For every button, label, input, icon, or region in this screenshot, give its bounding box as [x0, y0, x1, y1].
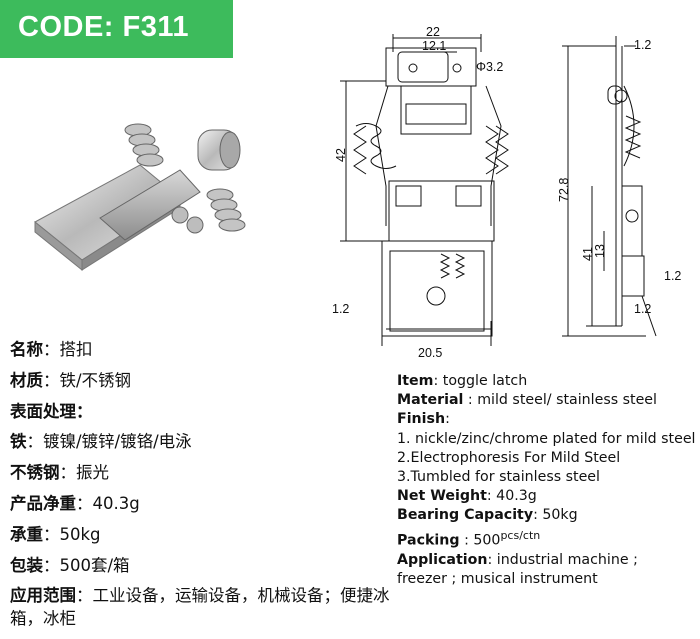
cn-colon: ： — [43, 524, 60, 544]
en-item-row: Item: toggle latch — [397, 372, 697, 391]
en-item-label: Item — [397, 373, 434, 389]
cn-packing-label: 包装 — [10, 555, 43, 575]
en-weight-value: : 40.3g — [486, 488, 537, 505]
dim-width-top: 22 — [426, 26, 440, 39]
en-material-value: : mild steel/ stainless steel — [463, 392, 657, 409]
cn-name-row: 名称：搭扣 — [10, 339, 395, 362]
cn-colon: ： — [76, 586, 93, 606]
cn-name-label: 名称 — [10, 340, 43, 359]
en-application-row: Application: industrial machine ; — [397, 551, 697, 570]
cn-packing-row: 包装：500套/箱 — [10, 555, 395, 578]
english-specs: Item: toggle latch Material : mild steel… — [397, 372, 697, 589]
cn-application-label: 应用范围 — [10, 586, 76, 606]
dim-thickness-left: 1.2 — [332, 302, 349, 316]
cn-colon: ： — [59, 463, 77, 483]
cn-bearing-row: 承重：50kg — [10, 524, 395, 547]
cn-iron-value: 镀镍/镀锌/镀铬/电泳 — [43, 432, 192, 452]
en-packing-unit: pcs/ctn — [500, 528, 541, 542]
technical-drawing: 22 12.1 Φ3.2 42 72.8 41 13 1.2 1.2 1.2 1… — [332, 26, 681, 360]
en-packing-label: Packing — [397, 532, 460, 549]
en-finish-row: Finish: — [397, 410, 697, 429]
cn-bearing-label: 承重 — [10, 524, 43, 544]
cn-material-row: 材质：铁/不锈钢 — [10, 370, 395, 393]
en-bearing-value: : 50kg — [533, 507, 578, 524]
dim-41: 41 — [581, 247, 595, 261]
cn-material-value: 铁/不锈钢 — [59, 370, 132, 390]
cn-colon: ： — [76, 401, 93, 421]
cn-name-value: 搭扣 — [59, 340, 93, 359]
dim-hole-spacing: 12.1 — [422, 39, 446, 53]
cn-ss-row: 不锈钢：振光 — [10, 462, 395, 485]
en-material-row: Material : mild steel/ stainless steel — [397, 391, 697, 410]
cn-iron-label: 铁 — [10, 432, 27, 452]
cn-weight-row: 产品净重：40.3g — [10, 493, 395, 516]
dim-thickness-right: 1.2 — [664, 269, 681, 283]
en-finish-3: 3.Tumbled for stainless steel — [397, 469, 600, 486]
cn-colon: ： — [43, 370, 60, 390]
en-finish-1: 1. nickle/zinc/chrome plated for mild st… — [397, 430, 696, 447]
en-bearing-row: Bearing Capacity: 50kg — [397, 506, 697, 525]
cn-colon: ： — [26, 432, 44, 452]
en-weight-label: Net Weight — [397, 488, 487, 505]
en-finish-2: 2.Electrophoresis For Mild Steel — [397, 449, 621, 466]
cn-colon: ： — [43, 555, 60, 575]
en-weight-row: Net Weight: 40.3g — [397, 487, 697, 506]
en-material-label: Material — [397, 392, 464, 409]
cn-packing-value: 500套/箱 — [59, 555, 130, 575]
dim-thickness-top: 1.2 — [634, 38, 651, 52]
chinese-specs: 名称：搭扣 材质：铁/不锈钢 表面处理： 铁：镀镍/镀锌/镀铬/电泳 不锈钢：振… — [10, 339, 395, 639]
cn-finish-row: 表面处理： — [10, 401, 395, 424]
en-packing-row: Packing : 500pcs/ctn — [397, 526, 697, 551]
cn-ss-value: 振光 — [76, 463, 109, 483]
en-finish-value: : — [445, 411, 450, 428]
cn-weight-label: 产品净重 — [10, 493, 76, 513]
dim-hole-dia: Φ3.2 — [476, 60, 503, 74]
en-finish-label: Finish — [397, 411, 446, 428]
cn-application-row: 应用范围：工业设备，运输设备，机械设备；便捷冰箱，冰柜 — [10, 585, 395, 630]
cn-weight-value: 40.3g — [92, 493, 140, 513]
en-packing-value: : 500 — [459, 532, 501, 549]
en-bearing-label: Bearing Capacity — [397, 507, 534, 524]
product-code: CODE: F311 — [18, 11, 189, 43]
dim-height-42: 42 — [334, 148, 348, 162]
dim-base-width: 20.5 — [418, 346, 442, 360]
cn-colon: ： — [43, 340, 60, 359]
dim-total-length: 72.8 — [557, 178, 571, 202]
en-application-line2: freezer ; musical instrument — [397, 570, 598, 587]
cn-bearing-value: 50kg — [59, 524, 101, 544]
product-photo — [34, 123, 246, 272]
dim-13: 13 — [593, 244, 607, 258]
en-application-value: : industrial machine ; — [487, 551, 638, 568]
cn-material-label: 材质 — [10, 370, 43, 390]
cn-colon: ： — [76, 493, 93, 513]
cn-finish-label: 表面处理 — [10, 401, 76, 421]
en-item-value: : toggle latch — [433, 373, 528, 389]
cn-ss-label: 不锈钢 — [10, 463, 60, 483]
en-application-label: Application — [397, 551, 488, 568]
dim-thickness-bottom: 1.2 — [634, 302, 651, 316]
code-banner: CODE: F311 — [0, 0, 233, 58]
cn-iron-row: 铁：镀镍/镀锌/镀铬/电泳 — [10, 431, 395, 454]
